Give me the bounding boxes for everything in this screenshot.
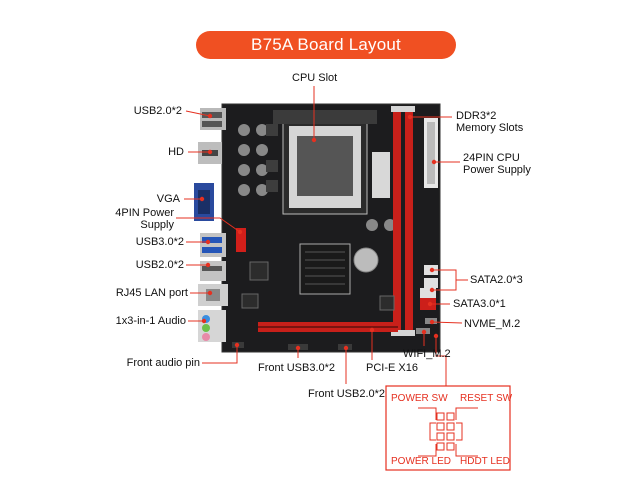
leader-panel	[435, 336, 447, 386]
label-power-sw: POWER SW	[391, 393, 448, 404]
label-cpu-slot: CPU Slot	[292, 72, 338, 84]
pcie-x16-slot-groove	[258, 326, 398, 328]
leader-rj45-dot	[207, 290, 213, 296]
leader-audio-dot	[201, 318, 207, 324]
leader-panel-dot	[433, 333, 439, 339]
label-rj45: RJ45 LAN port	[115, 287, 188, 299]
usb2-rear-port-slot	[202, 121, 222, 127]
label-wifi: WIFI_M.2	[403, 348, 451, 360]
leader-front-usb2-dot	[343, 345, 349, 351]
leader-pcie-dot	[369, 327, 375, 333]
ram-slot-2	[405, 110, 413, 332]
label-nvme: NVME_M.2	[464, 318, 521, 330]
leader-nvme	[431, 321, 463, 324]
vrm-chokes	[266, 124, 278, 192]
label-4pin-line-2: Supply	[140, 219, 174, 231]
label-hddt-led: HDDT LED	[460, 456, 510, 467]
label-24pin: 24PIN CPU Power Supply	[463, 152, 531, 176]
label-4pin-power: 4PIN Power Supply	[115, 207, 174, 231]
leader-sata3-dot	[427, 301, 433, 307]
leader-wifi-dot	[421, 329, 427, 335]
leader-sata2-dot-2	[429, 287, 435, 293]
label-4pin-line-1: 4PIN Power	[115, 207, 174, 219]
usb3-rear-port-slot	[202, 237, 222, 243]
label-pcie: PCI-E X16	[366, 362, 418, 374]
label-sata2: SATA2.0*3	[470, 274, 523, 286]
leader-sata2-dot-1	[429, 267, 435, 273]
ram-slot-latch-bottom	[391, 330, 415, 336]
cpu-4pin-connector	[236, 228, 246, 252]
label-front-usb2: Front USB2.0*2	[308, 388, 386, 400]
label-usb2-rear: USB2.0*2	[133, 105, 182, 117]
label-hd: HD	[168, 146, 184, 158]
leader-usb2b-dot	[205, 262, 211, 268]
cpu-socket-lever-sticker	[372, 152, 390, 198]
atx-24pin-pins	[427, 122, 435, 184]
cpu-socket-pins	[297, 136, 353, 196]
ram-slot-1	[393, 110, 401, 332]
leader-cpu-dot	[311, 137, 317, 143]
sata2-port-2	[424, 278, 438, 288]
leader-nvme-dot	[429, 319, 435, 325]
leader-hd-dot	[207, 149, 213, 155]
front-panel-pins	[436, 412, 455, 451]
leader-front-usb3-dot	[295, 345, 301, 351]
leader-4pin	[176, 217, 241, 233]
label-front-audio: Front audio pin	[126, 357, 200, 369]
pcb-edge	[221, 103, 441, 353]
usb2-rear-port-slot	[202, 112, 222, 118]
audio-jack-green	[202, 324, 210, 332]
label-ddr3: DDR3*2 Memory Slots	[456, 110, 523, 134]
usb3-rear-port-slot	[202, 247, 222, 253]
label-24pin-line-2: Power Supply	[463, 164, 531, 176]
leader-usb2-dot	[207, 113, 213, 119]
leader-usb3-dot	[205, 239, 211, 245]
leader-front-audio-dot	[234, 342, 240, 348]
label-usb3-rear: USB3.0*2	[135, 236, 184, 248]
leader-front-audio	[202, 345, 238, 364]
cpu-retention-bar	[273, 110, 377, 124]
leader-ddr3-dot	[407, 114, 413, 120]
ram-slot-latch-top	[391, 106, 415, 112]
label-24pin-line-1: 24PIN CPU	[463, 152, 520, 164]
front-panel-header-box	[385, 385, 511, 471]
audio-jack-pink	[202, 333, 210, 341]
label-audio: 1x3-in-1 Audio	[115, 315, 186, 327]
label-sata3: SATA3.0*1	[453, 298, 506, 310]
vrm-capacitors	[238, 124, 396, 231]
usb2-rear-port-2-slot	[202, 266, 222, 271]
leader-24pin-dot	[431, 159, 437, 165]
label-vga: VGA	[156, 193, 180, 205]
leader-4pin-dot	[237, 229, 243, 235]
leader-vga-dot	[199, 196, 205, 202]
heatsink-fins	[305, 251, 345, 285]
label-power-led: POWER LED	[391, 456, 452, 467]
cmos-battery	[353, 247, 379, 273]
front-panel-pin-brackets	[418, 407, 478, 457]
label-usb2-rear-2: USB2.0*2	[135, 259, 184, 271]
leader-usb2	[185, 110, 211, 117]
page-title: B75A Board Layout	[196, 31, 456, 59]
io-chip	[249, 261, 269, 281]
vga-port-pins	[198, 190, 210, 214]
sata2-port-3	[420, 288, 436, 298]
bios-chip	[379, 295, 395, 311]
label-ddr3-line-2: Memory Slots	[456, 122, 524, 134]
lan-chip	[241, 293, 259, 309]
rj45-port-socket	[206, 289, 220, 301]
usb3-rear-port	[200, 233, 226, 257]
label-ddr3-line-1: DDR3*2	[456, 110, 497, 122]
label-front-usb3: Front USB3.0*2	[258, 362, 336, 374]
label-reset-sw: RESET SW	[460, 393, 513, 404]
